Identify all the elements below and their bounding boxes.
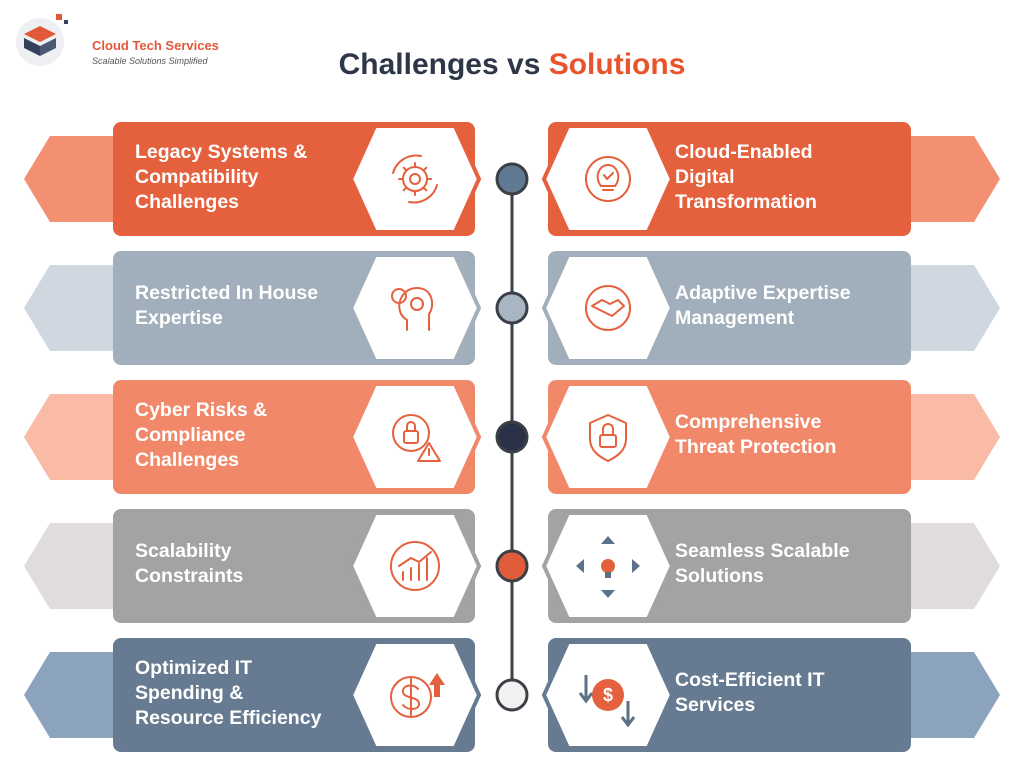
challenge-icon-badge [348, 124, 482, 234]
challenge-text-line: Challenges [135, 190, 240, 213]
challenge-tab [24, 136, 118, 222]
solution-text-line: Transformation [675, 190, 817, 213]
challenge-tab [24, 265, 118, 351]
challenge-text-line: Compliance [135, 423, 246, 446]
solution-card [541, 509, 1000, 623]
challenge-icon-badge [348, 382, 482, 492]
timeline-node [495, 420, 529, 454]
solution-card [541, 380, 1000, 494]
lock-gear-warning-icon [392, 414, 441, 462]
brand-logo: Cloud Tech Services Scalable Solutions S… [14, 12, 234, 72]
lightbulb-gear-icon [585, 156, 631, 202]
shield-lock-icon [589, 414, 627, 462]
handshake-gear-icon [585, 285, 631, 331]
gear-cycle-icon [392, 154, 438, 204]
solution-text-line: Threat Protection [675, 436, 837, 458]
challenge-tab [24, 523, 118, 609]
solution-tab [905, 394, 1000, 480]
timeline-node [495, 162, 529, 196]
challenge-text-line: Spending & [135, 681, 244, 704]
page-title: Challenges vs Solutions [0, 48, 1024, 82]
solution-text-line: Services [675, 694, 756, 716]
challenge-icon-badge [348, 511, 482, 621]
cube-logo-icon [16, 14, 68, 66]
challenge-card [24, 380, 482, 494]
challenge-tab [24, 652, 118, 738]
solution-tab [905, 652, 1000, 738]
growth-chart-icon [390, 541, 440, 591]
solution-text: Cost-Efficient IT Services [675, 668, 890, 718]
timeline-node [495, 549, 529, 583]
solution-icon-badge [541, 253, 675, 363]
timeline-node [495, 291, 529, 325]
challenge-card [24, 122, 482, 236]
challenge-text-line: Expertise [135, 307, 223, 329]
solution-card [541, 251, 1000, 365]
challenge-card [24, 638, 482, 752]
solution-text-line: Seamless Scalable [675, 540, 850, 562]
head-gears-icon [391, 287, 434, 331]
challenge-card [24, 251, 482, 365]
solution-text-line: Adaptive Expertise [675, 282, 851, 304]
challenge-text-line: Compatibility [135, 165, 259, 188]
solution-text-line: Digital [675, 165, 735, 188]
solution-tab [905, 523, 1000, 609]
timeline-node [495, 678, 529, 712]
challenge-icon-badge [348, 640, 482, 750]
solution-text-line: Cloud-Enabled [675, 140, 813, 163]
challenge-text-line: Constraints [135, 565, 244, 587]
solution-text-line: Management [675, 307, 795, 329]
challenge-text-line: Challenges [135, 448, 240, 471]
challenge-text-line: Optimized IT [135, 656, 252, 679]
challenge-text-line: Resource Efficiency [135, 706, 322, 729]
diagram-canvas: $ [24, 122, 1000, 752]
challenge-card [24, 509, 482, 623]
solution-text-line: Solutions [675, 565, 764, 587]
solution-tab [905, 136, 1000, 222]
expand-arrows-icon [576, 536, 640, 598]
brand-tagline: Scalable Solutions Simplified [92, 56, 208, 66]
solution-tab [905, 265, 1000, 351]
challenge-text-line: Legacy Systems & [135, 140, 308, 163]
challenge-text-line: Scalability [135, 540, 232, 562]
brand-name: Cloud Tech Services [92, 38, 219, 53]
solution-text-line: Comprehensive [675, 411, 822, 433]
dollar-up-icon [390, 673, 445, 718]
challenge-tab [24, 394, 118, 480]
challenge-text-line: Restricted In House [135, 282, 319, 304]
solution-card [541, 122, 1000, 236]
title-challenges: Challenges vs [338, 48, 549, 81]
svg-text:$: $ [603, 685, 613, 705]
solution-icon-badge [541, 382, 675, 492]
title-solutions: Solutions [548, 48, 686, 81]
solution-card: $ [541, 638, 1000, 752]
coin-down-icon: $ [578, 675, 636, 728]
challenge-text-line: Cyber Risks & [135, 398, 268, 421]
solution-text-line: Cost-Efficient IT [675, 669, 825, 691]
challenge-icon-badge [348, 253, 482, 363]
